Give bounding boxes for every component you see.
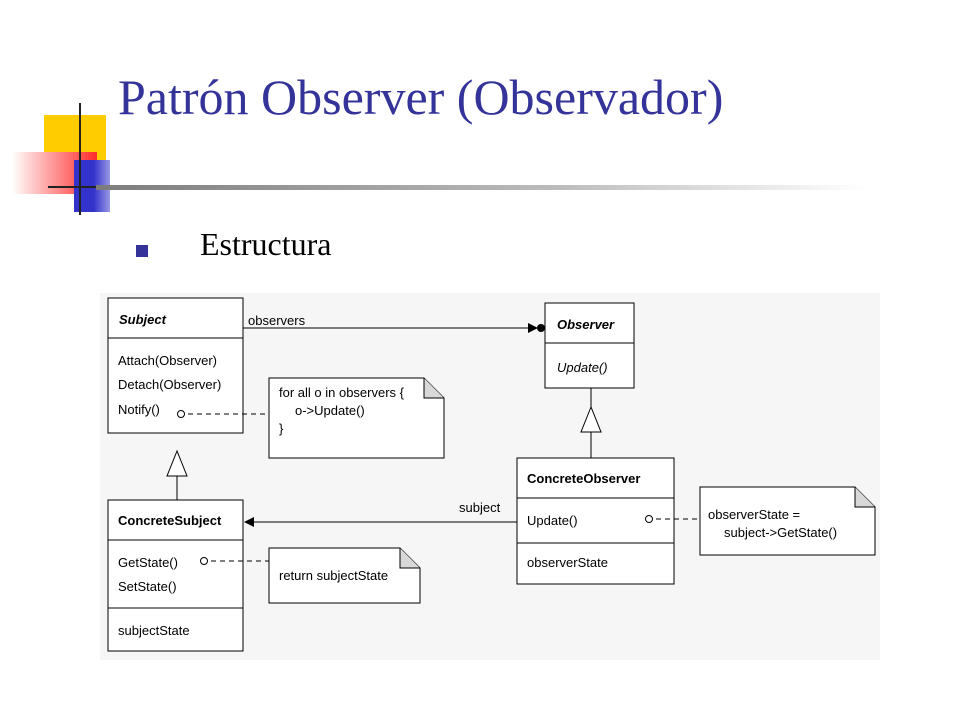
note-update: observerState = subject->GetState() bbox=[645, 486, 876, 556]
concrete-observer-name: ConcreteObserver bbox=[527, 471, 640, 486]
note-notify-line-2: o->Update() bbox=[295, 403, 365, 418]
subject-association: subject bbox=[244, 500, 517, 527]
observer-generalization bbox=[580, 388, 602, 458]
subject-op-attach: Attach(Observer) bbox=[118, 353, 217, 368]
uml-class-diagram: Subject Attach(Observer) Detach(Observer… bbox=[100, 293, 880, 660]
corner-vertical-line bbox=[79, 103, 81, 215]
note-update-line-1: observerState = bbox=[708, 507, 800, 522]
slide-title: Patrón Observer (Observador) bbox=[118, 69, 724, 125]
bullet-marker bbox=[136, 245, 148, 257]
note-notify-line-3: } bbox=[279, 421, 284, 436]
concrete-subject-name: ConcreteSubject bbox=[118, 513, 222, 528]
bullet-text: Estructura bbox=[200, 226, 332, 262]
concrete-subject-op-getstate: GetState() bbox=[118, 555, 178, 570]
observer-class: Observer Update() bbox=[544, 302, 635, 389]
concrete-observer-op-update: Update() bbox=[527, 513, 578, 528]
concrete-subject-class: ConcreteSubject GetState() SetState() su… bbox=[107, 499, 244, 652]
subject-generalization bbox=[166, 449, 188, 500]
observers-association-label: observers bbox=[248, 313, 306, 328]
subject-association-label: subject bbox=[459, 500, 501, 515]
note-getstate: return subjectState bbox=[200, 547, 421, 604]
subject-op-detach: Detach(Observer) bbox=[118, 377, 221, 392]
subject-op-notify: Notify() bbox=[118, 402, 160, 417]
note-getstate-line-1: return subjectState bbox=[279, 568, 388, 583]
note-notify-line-1: for all o in observers { bbox=[279, 385, 405, 400]
corner-horizontal-line bbox=[48, 186, 100, 188]
note-update-line-2: subject->GetState() bbox=[724, 525, 837, 540]
subject-class: Subject Attach(Observer) Detach(Observer… bbox=[107, 297, 244, 434]
observer-name: Observer bbox=[557, 317, 615, 332]
observers-association: observers bbox=[243, 313, 545, 333]
concrete-observer-attr-state: observerState bbox=[527, 555, 608, 570]
title-underline bbox=[96, 185, 866, 190]
observer-op-update: Update() bbox=[557, 360, 608, 375]
note-notify: for all o in observers { o->Update() } bbox=[177, 377, 445, 459]
subject-name: Subject bbox=[119, 312, 167, 327]
concrete-subject-attr-state: subjectState bbox=[118, 623, 190, 638]
concrete-subject-op-setstate: SetState() bbox=[118, 579, 177, 594]
